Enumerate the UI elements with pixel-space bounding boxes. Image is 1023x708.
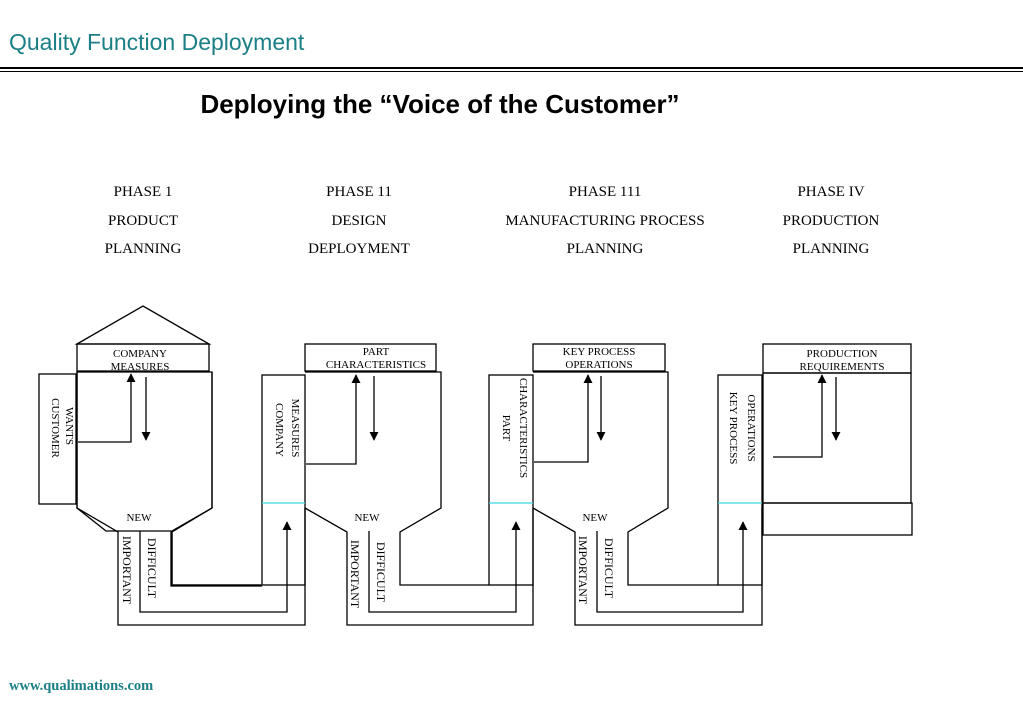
p3-hopper <box>532 371 763 626</box>
phase-2-line-2: DESIGN <box>331 212 387 229</box>
p2-top-label-2: CHARACTERISTICS <box>326 359 426 371</box>
p4-top-label-1: PRODUCTION <box>807 348 878 360</box>
phase-3-line-3: PLANNING <box>566 241 644 257</box>
p1-top-label-2: MEASURES <box>111 361 170 373</box>
phase-1-line-2: PRODUCT <box>107 212 178 229</box>
p3-side-box <box>488 374 534 586</box>
p3-top-box <box>532 343 666 372</box>
phase-1-line-1: PHASE 1 <box>113 184 173 200</box>
phase-3-line-1: PHASE 111 <box>568 184 642 200</box>
p4-matrix <box>762 372 912 504</box>
p1-top-box <box>76 343 210 372</box>
p1-side-label-1: CUSTOMER <box>49 398 61 458</box>
phase-4-line-1: PHASE IV <box>797 184 865 200</box>
phase-4-line-2: PRODUCTION <box>782 212 880 229</box>
p1-funnel <box>76 371 263 587</box>
p2-return-line <box>368 521 521 613</box>
p3-difficult-label: DIFFICULT <box>602 538 616 599</box>
p1-side-label-2: WANTS <box>63 407 75 445</box>
p4-side-label-2: OPERATIONS <box>745 394 757 461</box>
p4-top-label-2: REQUIREMENTS <box>800 361 885 373</box>
p3-return-line <box>596 521 748 613</box>
p2-side-box <box>261 374 306 586</box>
p1-roof <box>74 305 212 345</box>
diagram-heading: Deploying the “Voice of the Customer” <box>200 89 680 119</box>
p2-side-label-1: COMPANY <box>273 403 285 457</box>
p4-link-arrow <box>773 374 827 458</box>
slide-title: Quality Function Deployment <box>9 29 305 55</box>
p2-link-arrow <box>306 374 361 465</box>
p1-top-label-1: COMPANY <box>113 348 167 360</box>
phase-1-line-3: PLANNING <box>104 241 182 257</box>
p3-side-label-1: PART <box>500 415 512 442</box>
p2-hopper <box>304 371 534 626</box>
phase-3-line-2: MANUFACTURING PROCESS <box>505 212 705 229</box>
footer-url: www.qualimations.com <box>9 678 154 694</box>
phase-4-line-3: PLANNING <box>792 241 870 257</box>
p3-side-label-2: CHARACTERISTICS <box>517 378 529 478</box>
p3-important-label: IMPORTANT <box>576 536 590 605</box>
p2-top-box <box>304 343 437 372</box>
p3-link-arrow <box>534 374 593 463</box>
p3-top-label-2: OPERATIONS <box>565 359 632 371</box>
phase-4-label: PHASE IV PRODUCTION PLANNING <box>711 178 951 264</box>
phase-2-label: PHASE 11 DESIGN DEPLOYMENT <box>239 178 479 264</box>
p1-hopper <box>76 372 306 626</box>
p1-difficult-label: DIFFICULT <box>145 538 159 599</box>
p2-new-label: NEW <box>354 512 380 524</box>
p2-difficult-label: DIFFICULT <box>374 542 388 603</box>
p2-important-label: IMPORTANT <box>348 540 362 609</box>
title-rule-bottom <box>0 71 1023 72</box>
p1-new-label: NEW <box>126 512 152 524</box>
p1-important-label: IMPORTANT <box>120 536 134 605</box>
phase-1-label: PHASE 1 PRODUCT PLANNING <box>23 178 263 264</box>
p3-new-label: NEW <box>582 512 608 524</box>
title-rule-top <box>0 67 1023 69</box>
phase-2-line-1: PHASE 11 <box>326 184 392 200</box>
p2-side-label-2: MEASURES <box>289 399 301 458</box>
phase-2-line-3: DEPLOYMENT <box>308 241 410 257</box>
p1-link-arrow <box>78 373 136 443</box>
p1-side-box <box>38 373 77 505</box>
phase-3-label: PHASE 111 MANUFACTURING PROCESS PLANNING <box>485 178 725 264</box>
p4-side-label-1: KEY PROCESS <box>727 392 739 465</box>
p3-top-label-1: KEY PROCESS <box>563 346 636 358</box>
p2-top-label-1: PART <box>363 346 390 358</box>
p4-side-box <box>717 374 763 586</box>
p1-return-line <box>139 521 292 613</box>
p4-bottom-box <box>762 502 913 536</box>
